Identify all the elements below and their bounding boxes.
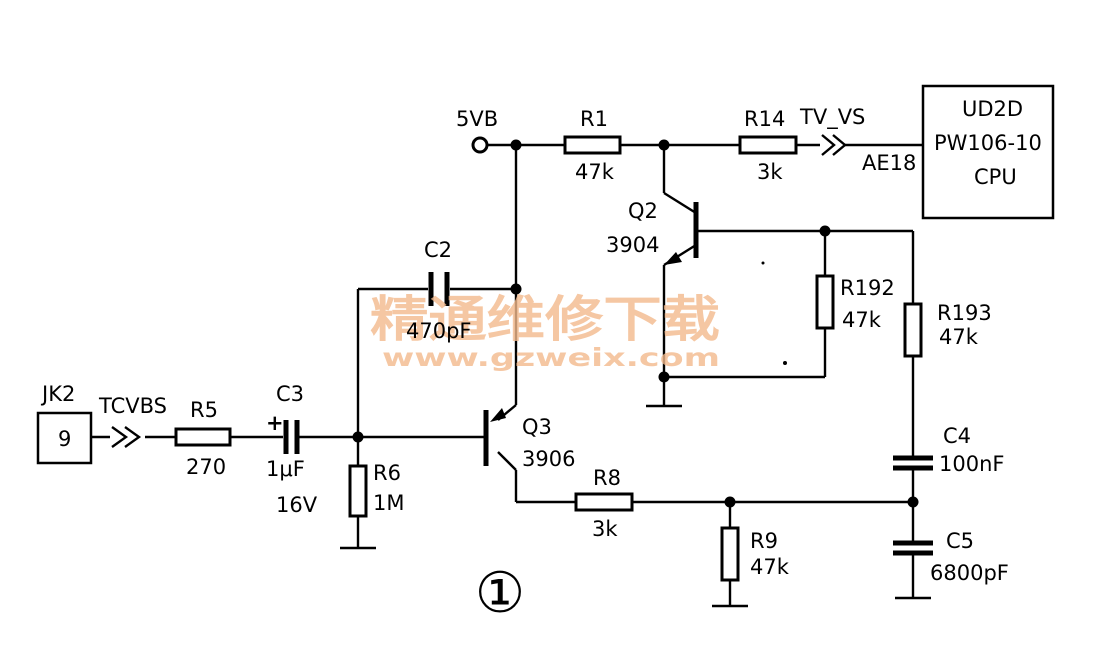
capacitor-c3	[283, 420, 300, 454]
transistor-q3	[483, 408, 506, 466]
q2-ref: Q2	[628, 199, 658, 223]
resistor-r192	[815, 274, 835, 330]
r5-ref: R5	[190, 398, 218, 422]
c4-value: 100nF	[939, 452, 1004, 476]
r6-value: 1M	[373, 491, 404, 515]
c5-value: 6800pF	[930, 561, 1009, 585]
r5-value: 270	[186, 455, 226, 479]
r193-ref: R193	[937, 301, 992, 325]
watermark-text: 精通维修下载	[370, 291, 720, 348]
r192-ref: R192	[840, 276, 895, 300]
c3-plus: +	[266, 411, 284, 435]
watermark-url: www.gzweix.com	[382, 343, 720, 372]
tcvbs-label: TCVBS	[98, 394, 167, 418]
resistor-r14	[738, 135, 798, 155]
resistor-r9	[720, 526, 740, 582]
r1-value: 47k	[575, 160, 615, 184]
tcvbs-connector-chevrons	[111, 426, 142, 448]
c2-value: 470pF	[406, 319, 472, 343]
r6-ref: R6	[373, 461, 401, 485]
c3-value: 1μF	[266, 457, 305, 481]
r192-value: 47k	[842, 308, 882, 332]
jk2-pin: 9	[58, 427, 71, 451]
cpu-line-2: PW106-10	[934, 131, 1042, 155]
resistor-r193	[903, 302, 923, 358]
r9-value: 47k	[750, 555, 790, 579]
c2-ref: C2	[424, 238, 452, 262]
c3-ref: C3	[276, 382, 304, 406]
q3-value: 3906	[522, 447, 575, 471]
resistor-r6	[348, 464, 368, 518]
q3-ref: Q3	[522, 415, 552, 439]
r14-value: 3k	[757, 160, 783, 184]
r8-ref: R8	[593, 466, 621, 490]
c5-ref: C5	[946, 529, 974, 553]
cpu-box	[921, 84, 1055, 220]
r193-value: 47k	[939, 325, 979, 349]
r8-value: 3k	[592, 517, 618, 541]
c3-voltage: 16V	[276, 493, 318, 517]
capacitor-c5	[893, 540, 933, 556]
ae18-label: AE18	[862, 151, 916, 175]
tv-vs-label: TV_VS	[799, 105, 865, 130]
r1-ref: R1	[580, 107, 608, 131]
r14-ref: R14	[744, 107, 785, 131]
cpu-line-3: CPU	[974, 165, 1017, 189]
jk2-ref: JK2	[40, 382, 75, 406]
capacitor-c4	[893, 455, 933, 471]
capacitor-c2	[428, 272, 450, 306]
r9-ref: R9	[750, 529, 778, 553]
transistor-q2	[664, 202, 699, 265]
q2-value: 3904	[606, 233, 659, 257]
cpu-line-1: UD2D	[962, 97, 1023, 121]
jk2-connector-box	[36, 411, 93, 465]
figure-number: ①	[475, 561, 525, 626]
resistor-r8	[574, 492, 634, 512]
tv-vs-connector-chevrons	[821, 134, 847, 156]
supply-label: 5VB	[456, 107, 498, 131]
supply-terminal	[471, 136, 489, 154]
c4-ref: C4	[943, 424, 971, 448]
wires	[91, 143, 931, 608]
junction-dots	[352, 139, 919, 508]
resistor-r1	[563, 135, 622, 155]
resistor-r5	[174, 427, 232, 447]
